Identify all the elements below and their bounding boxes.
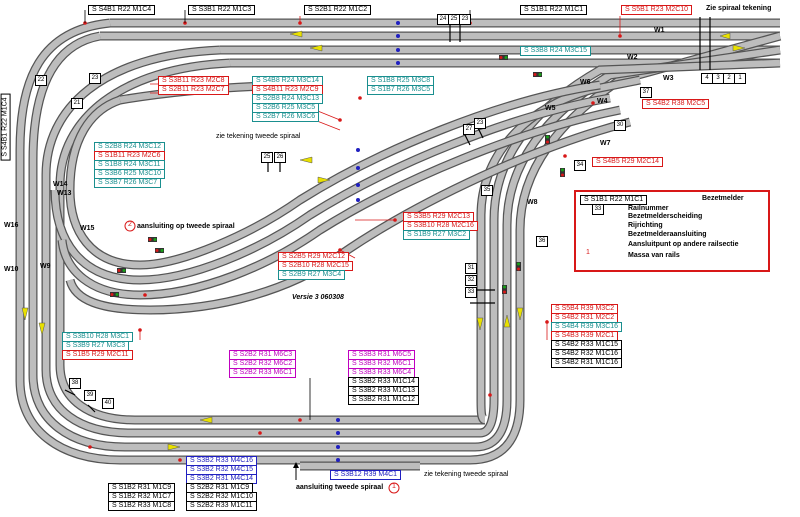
wissel-w1: W1 bbox=[654, 27, 665, 34]
label-bb: S S3B12 R39 M4C1 bbox=[330, 470, 402, 480]
legend-aansluitpunt: Aansluitpunt op andere railsectie bbox=[628, 241, 739, 248]
label-m9: S S1B7 R26 M3C5 bbox=[367, 85, 435, 95]
label-rr7: S S4B2 R31 M1C16 bbox=[551, 358, 623, 368]
rail-number: 25 bbox=[261, 152, 273, 163]
wissel-w6: W6 bbox=[580, 79, 591, 86]
legend-bezetmelder: Bezetmelder bbox=[702, 195, 744, 202]
label-m2: S S2B11 R23 M2C7 bbox=[158, 85, 229, 95]
top-straight-tracks bbox=[100, 18, 780, 68]
label-m7: S S2B7 R26 M3C6 bbox=[252, 112, 320, 122]
wissel-w5: W5 bbox=[545, 105, 556, 112]
label-r1: S S4B2 R38 M2C5 bbox=[642, 99, 710, 109]
label-l5: S S3B7 R26 M3C7 bbox=[94, 178, 162, 188]
version-label: Versie 3 060308 bbox=[292, 294, 344, 301]
marker-2: 2 bbox=[128, 221, 132, 228]
rail-number: 32 bbox=[465, 275, 477, 286]
rail-number: 23 bbox=[89, 73, 101, 84]
wissel-w2: W2 bbox=[627, 54, 638, 61]
label-t2: S S3B1 R22 M1C3 bbox=[188, 5, 256, 15]
legend: S S1B1 R22 M1C1 Bezetmelder 33 Railnumme… bbox=[574, 190, 770, 272]
rail-number: 22 bbox=[35, 75, 47, 86]
note-tweede-spiraal-top: zie tekening tweede spiraal bbox=[216, 133, 301, 140]
rail-number: 34 bbox=[574, 160, 586, 171]
wissel-w9: W9 bbox=[40, 263, 51, 270]
label-k3: S S3B2 R31 M1C12 bbox=[348, 395, 420, 405]
wissel-w14: W14 bbox=[53, 181, 68, 188]
note-zie-spiraal: Zie spiraal tekening bbox=[706, 5, 772, 12]
legend-massa: Massa van rails bbox=[628, 252, 680, 259]
label-c1: S S3B8 R24 M3C15 bbox=[520, 46, 592, 56]
legend-rijrichting: Rijrichting bbox=[628, 222, 663, 229]
label-t1: S S4B1 R22 M1C4 bbox=[88, 5, 156, 15]
wissel-w16: W16 bbox=[4, 222, 19, 229]
rail-number: 36 bbox=[536, 236, 548, 247]
rail-number: 39 bbox=[84, 390, 96, 401]
rail-number: 30 bbox=[614, 120, 626, 131]
rail-number: 1 bbox=[734, 73, 746, 84]
rail-number: 21 bbox=[71, 98, 83, 109]
aansluiting-markers bbox=[124, 220, 400, 494]
note-tweede-spiraal-bottom: zie tekening tweede spiraal bbox=[424, 471, 509, 478]
wissel-w10: W10 bbox=[4, 266, 19, 273]
legend-sample-railnummer: 33 bbox=[592, 204, 604, 215]
wissel-w4: W4 bbox=[597, 98, 608, 105]
note-aansluiting-left: aansluiting op tweede spiraal bbox=[137, 223, 235, 230]
wissel-w7: W7 bbox=[600, 140, 611, 147]
legend-sample-bezetmelder: S S1B1 R22 M1C1 bbox=[580, 195, 648, 205]
rail-number: 37 bbox=[640, 87, 652, 98]
legend-bezetmelderaansluiting: Bezetmelderaansluiting bbox=[628, 231, 707, 238]
outer-loop-tracks bbox=[15, 18, 485, 465]
label-p3: S S2B2 R33 M6C1 bbox=[229, 368, 297, 378]
label-t5: S S5B1 R23 M2C10 bbox=[621, 5, 693, 15]
signals bbox=[110, 55, 565, 297]
note-aansluiting-bottom: aansluiting tweede spiraal bbox=[296, 484, 384, 491]
label-c7: S S2B9 R27 M3C4 bbox=[278, 270, 346, 280]
rail-number: 23 bbox=[459, 14, 471, 25]
rail-number: 33 bbox=[465, 287, 477, 298]
label-b3: S S1B5 R29 M2C11 bbox=[62, 350, 133, 360]
label-u9: S S2B2 R33 M1C11 bbox=[186, 501, 257, 511]
rail-number: 35 bbox=[481, 185, 493, 196]
marker-1: 1 bbox=[392, 483, 396, 490]
wissel-w8: W8 bbox=[527, 199, 538, 206]
rail-number: 27 bbox=[463, 124, 475, 135]
label-r2: S S4B5 R29 M2C14 bbox=[592, 157, 664, 167]
rail-number: 23 bbox=[474, 118, 486, 129]
label-t3: S S2B1 R22 M1C2 bbox=[304, 5, 372, 15]
label-vertical: S S4B1 R22 M1C4 bbox=[0, 93, 11, 161]
wissel-w15: W15 bbox=[80, 225, 95, 232]
wissel-w3: W3 bbox=[663, 75, 674, 82]
legend-railnummer: Railnummer bbox=[628, 205, 669, 212]
rail-number: 26 bbox=[274, 152, 286, 163]
label-u6: S S1B2 R33 M1C8 bbox=[108, 501, 176, 511]
rail-number: 31 bbox=[465, 263, 477, 274]
label-c4: S S1B9 R27 M3C2 bbox=[403, 230, 471, 240]
rail-number: 38 bbox=[69, 378, 81, 389]
wissel-w13: W13 bbox=[57, 190, 72, 197]
label-t4: S S1B1 R22 M1C1 bbox=[520, 5, 588, 15]
legend-bezetmelderscheiding: Bezetmelderscheiding bbox=[628, 213, 703, 220]
rail-number: 40 bbox=[102, 398, 114, 409]
legend-sample-aansluitpunt: 1 bbox=[586, 249, 590, 256]
